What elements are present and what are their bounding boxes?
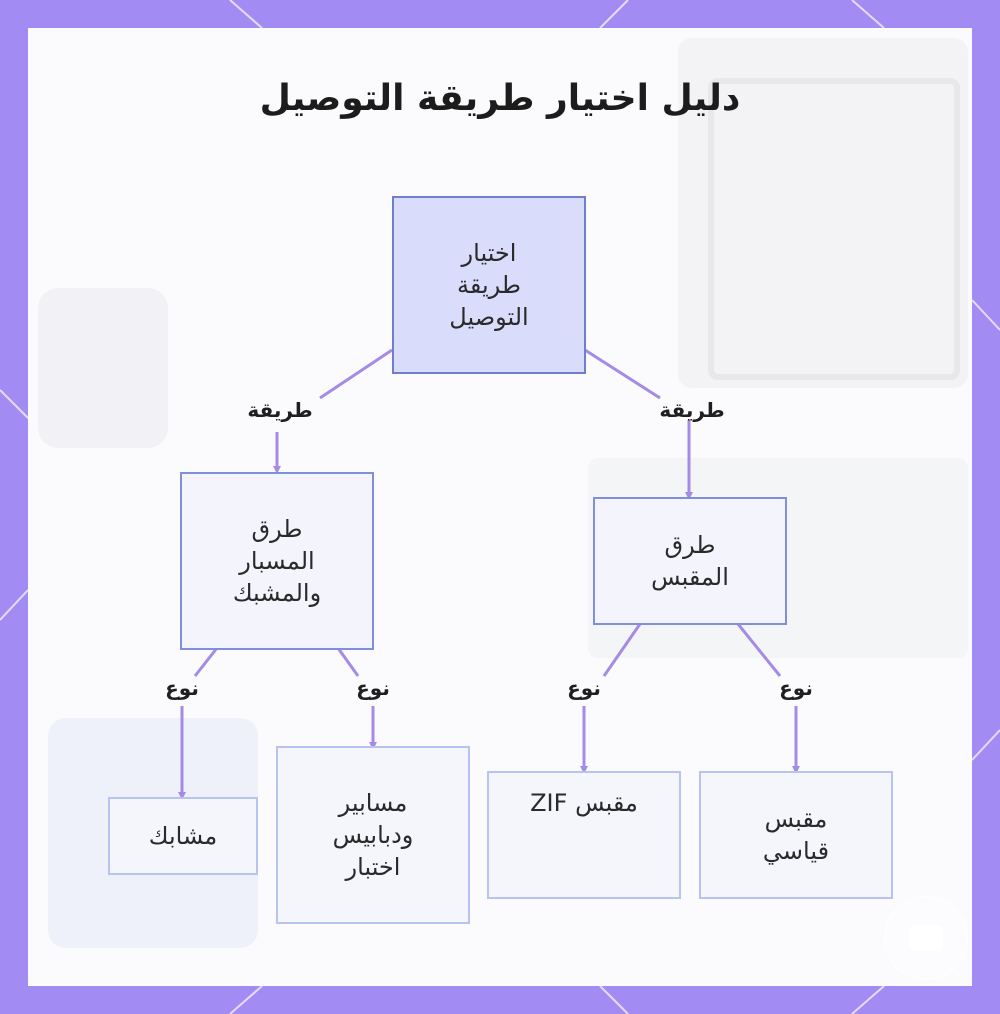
node-standard-socket: مقبس قياسي — [699, 771, 893, 899]
edge-label-root-socket: طريقة — [659, 398, 725, 422]
node-clips-label: مشابك — [148, 822, 218, 850]
node-zif-socket-label: مقبس ZIF — [530, 789, 638, 817]
node-socket-methods: طرق المقبس — [593, 497, 787, 625]
node-probe-methods-label: طرق المسبار والمشبك — [232, 515, 322, 607]
edge-root-probe — [277, 348, 393, 470]
robot-watermark-icon — [884, 896, 968, 980]
node-test-pins-label: مسابير ودبابيس اختبار — [332, 789, 414, 881]
edge-label-socket-standard: نوع — [779, 676, 813, 700]
node-zif-socket: مقبس ZIF — [487, 771, 681, 899]
edge-label-socket-zif: نوع — [567, 676, 601, 700]
node-test-pins: مسابير ودبابيس اختبار — [276, 746, 470, 924]
edge-probe-pins — [336, 647, 373, 746]
node-clips: مشابك — [108, 797, 258, 875]
edge-label-probe-clips: نوع — [165, 676, 199, 700]
node-root-label: اختيار طريقة التوصيل — [449, 239, 529, 331]
diagram-title: دليل اختيار طريقة التوصيل — [259, 78, 741, 119]
node-root: اختيار طريقة التوصيل — [392, 196, 586, 374]
node-standard-socket-label: مقبس قياسي — [762, 805, 830, 865]
edge-probe-clips — [182, 647, 219, 796]
node-socket-methods-label: طرق المقبس — [651, 531, 729, 591]
edge-label-root-probe: طريقة — [247, 398, 313, 422]
node-probe-methods: طرق المسبار والمشبك — [180, 472, 374, 650]
edge-root-socket — [584, 348, 689, 496]
edge-socket-zif — [584, 623, 642, 770]
edge-socket-standard — [736, 623, 796, 770]
edge-label-probe-pins: نوع — [356, 676, 390, 700]
